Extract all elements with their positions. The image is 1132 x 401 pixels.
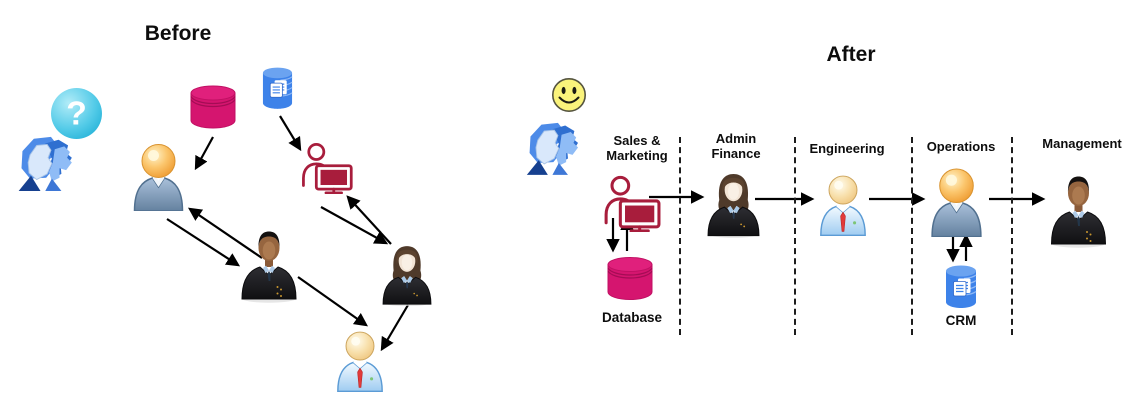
column-label-engineering: Engineering xyxy=(809,141,885,156)
manager-dark-suit-icon xyxy=(239,225,299,303)
happy-faces-icon xyxy=(525,116,589,179)
management-person-icon xyxy=(1048,170,1109,248)
after-database-cylinder-icon xyxy=(606,255,654,302)
database-label: Database xyxy=(601,310,663,325)
crm-label: CRM xyxy=(945,313,977,328)
arrow-employee-to-manager xyxy=(166,218,241,267)
before-title: Before xyxy=(144,22,212,45)
after-title: After xyxy=(826,43,876,66)
arrow-crm-to-computer-person xyxy=(279,115,302,152)
employee-tie-icon xyxy=(333,329,387,392)
employee-blue-icon xyxy=(128,141,189,211)
column-label-management: Management xyxy=(1042,136,1122,151)
question-mark-icon xyxy=(50,87,103,140)
engineering-employee-icon xyxy=(816,173,870,236)
businesswoman-icon xyxy=(379,239,435,306)
arrow-manager-to-employee xyxy=(187,207,263,259)
arrow-computer-person-to-woman xyxy=(320,206,389,245)
database-cylinder-icon xyxy=(189,84,237,130)
column-label-sales-marketing: Sales & Marketing xyxy=(606,133,668,164)
column-separator-2 xyxy=(794,137,796,335)
arrow-database-to-employee xyxy=(194,136,214,171)
column-separator-3 xyxy=(911,137,913,335)
crm-cylinder-icon xyxy=(261,66,294,110)
confused-faces-icon xyxy=(14,134,86,191)
person-at-computer-icon xyxy=(297,142,354,194)
arrow-woman-to-computer-person xyxy=(346,195,392,245)
after-crm-cylinder-icon xyxy=(944,264,978,309)
arrow-woman-to-tie-employee xyxy=(380,304,409,352)
operations-employee-icon xyxy=(926,165,987,237)
arrow-manager-to-tie-employee xyxy=(297,276,369,327)
sales-person-at-computer-icon xyxy=(599,175,662,232)
column-separator-1 xyxy=(679,137,681,335)
column-separator-4 xyxy=(1011,137,1013,335)
admin-finance-woman-icon xyxy=(705,166,762,238)
column-label-admin-finance: Admin Finance xyxy=(711,131,761,162)
column-label-operations: Operations xyxy=(926,139,996,154)
smiley-face-icon xyxy=(551,77,587,113)
